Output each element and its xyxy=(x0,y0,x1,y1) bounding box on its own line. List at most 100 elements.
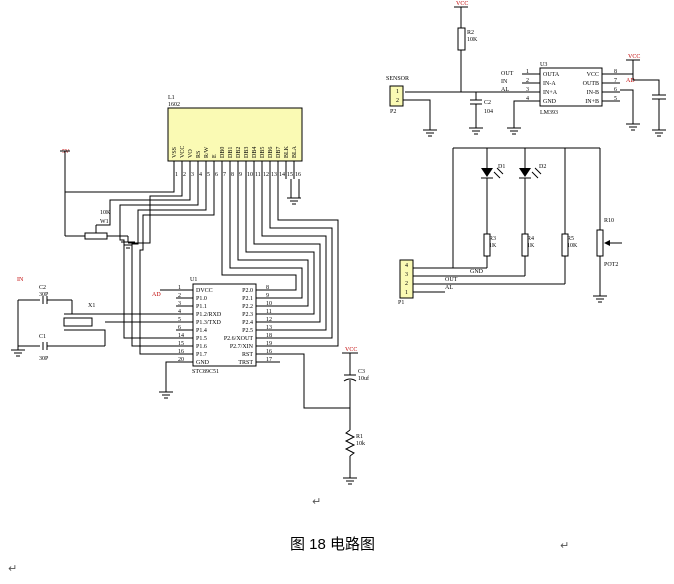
lcd-part: 1602 xyxy=(168,102,180,108)
lm393-vcc: VCC xyxy=(628,54,640,60)
lm393-pin-number: 8 xyxy=(614,69,617,75)
mcu-pin-number: 15 xyxy=(178,341,184,347)
mcu-pin-label: P1.6 xyxy=(196,344,207,350)
lcd-pin-group: VSS1VCC2VO3RS4R/W5E6DB07DB18DB29DB310DB4… xyxy=(172,145,301,179)
lm393-pin-number: 1 xyxy=(526,69,529,75)
lm393-pin-label: IN+A xyxy=(543,90,558,96)
lcd-ref: L1 xyxy=(168,95,175,101)
mcu-pin-number: 19 xyxy=(266,341,272,347)
lm393-part: LM393 xyxy=(540,110,558,116)
lm393-ref: U3 xyxy=(540,62,547,68)
c1-ref: C1 xyxy=(39,334,46,340)
lcd-pin-number: 16 xyxy=(295,172,301,178)
output-conn-ref: P1 xyxy=(398,300,404,306)
lcd-pin-number: 9 xyxy=(239,172,242,178)
pin-number: 2 xyxy=(396,98,399,104)
pin-number: 3 xyxy=(405,272,408,278)
sensor-circuit: VCC R2 10K SENSOR 1 2 P2 C2 104 xyxy=(386,1,540,137)
lcd-pin-label: DB5 xyxy=(260,147,266,158)
sensor-vcc: VCC xyxy=(456,1,468,7)
led-d2-ref: D2 xyxy=(539,164,546,170)
mcu-pin-number: 16 xyxy=(266,349,272,355)
lcd-pin-label: RS xyxy=(196,151,202,158)
pin-number: 1 xyxy=(405,290,408,296)
pot-ref: R10 xyxy=(604,218,614,224)
ground-symbol xyxy=(159,391,173,399)
ground-symbol xyxy=(287,197,301,205)
lm393-pin-label: IN-A xyxy=(543,81,556,87)
pot-label: POT2 xyxy=(604,262,618,268)
crystal-x1 xyxy=(63,317,93,327)
paragraph-mark: ↵ xyxy=(560,539,569,552)
lcd-pin-label: R/W xyxy=(204,146,210,158)
lcd-pin-number: 5 xyxy=(207,172,210,178)
ground-symbol xyxy=(11,349,25,357)
mcu-pin-number: 2 xyxy=(178,293,181,299)
mcu-pin-label: P2.0 xyxy=(242,288,253,294)
r3-ref: R3 xyxy=(489,236,496,242)
mcu-pin-label: P1.5 xyxy=(196,336,207,342)
net-gnd: GND xyxy=(470,269,484,275)
mcu-part: STC89C51 xyxy=(192,369,219,375)
lcd-pin-number: 14 xyxy=(279,172,285,178)
lcd-pin-number: 12 xyxy=(263,172,269,178)
lcd-pin-label: VSS xyxy=(172,147,178,158)
mcu-pin-number: 8 xyxy=(266,285,269,291)
mcu-pin-number: 14 xyxy=(178,333,184,339)
reset-res-val: 10k xyxy=(356,441,365,447)
mcu-pin-number: 1 xyxy=(178,285,181,291)
mcu-pin-label: P2.4 xyxy=(242,320,253,326)
lcd-pin-number: 3 xyxy=(191,172,194,178)
in-label: IN xyxy=(17,277,24,283)
mcu-pin-number: 10 xyxy=(266,301,272,307)
pin-number: 1 xyxy=(396,89,399,95)
pot-r10 xyxy=(596,229,604,257)
lm393-pin-label: IN-B xyxy=(587,90,599,96)
ground-symbol xyxy=(652,129,666,137)
reset-resistor xyxy=(344,429,356,457)
lcd-body xyxy=(167,107,303,162)
contrast-pot xyxy=(84,232,108,240)
lm393-pin-label: OUTB xyxy=(583,81,599,87)
reset-res-ref: R1 xyxy=(356,434,363,440)
contrast-circuit: 5V 10K W1 xyxy=(60,149,301,249)
lcd-module: L1 1602 VSS1VCC2VO3RS4R/W5E6DB07DB18DB29… xyxy=(167,95,303,179)
lcd-pin-label: DB3 xyxy=(244,147,250,158)
mcu-pin-number: 17 xyxy=(266,357,272,363)
lcd-pin-label: VCC xyxy=(180,146,186,158)
sensor-r2-val: 10K xyxy=(467,37,478,43)
crystal-ref: X1 xyxy=(88,303,95,309)
lcd-pin-number: 8 xyxy=(231,172,234,178)
sensor-r2-ref: R2 xyxy=(467,30,474,36)
mcu-pin-number: 11 xyxy=(266,309,272,315)
c2-ref: C2 xyxy=(39,285,46,291)
mcu-pin-label: P1.3/TXD xyxy=(196,320,222,326)
lcd-pin-number: 15 xyxy=(287,172,293,178)
r4-ref: R4 xyxy=(527,236,534,242)
pot-ref: W1 xyxy=(100,219,109,225)
sensor-conn-ref: P2 xyxy=(390,109,396,115)
c1-val: 30P xyxy=(39,356,49,362)
output-connector xyxy=(399,259,414,299)
pot-value: 10K xyxy=(100,210,111,216)
mcu-pin-number: 13 xyxy=(266,325,272,331)
ground-symbol xyxy=(121,241,135,249)
mcu-pin-number: 3 xyxy=(178,301,181,307)
lcd-bus-wires xyxy=(119,179,339,355)
mcu-ad-label: AD xyxy=(152,292,161,298)
mcu-pin-label: RST xyxy=(242,352,253,358)
lcd-pin-number: 13 xyxy=(271,172,277,178)
lm393-net-label: AL xyxy=(501,87,509,93)
r3-val: 1K xyxy=(489,243,497,249)
mcu-body xyxy=(192,283,257,367)
crystal-circuit: IN C2 30P C1 30P X1 xyxy=(11,277,176,362)
lcd-pin-number: 7 xyxy=(223,172,226,178)
sensor-c2-val: 104 xyxy=(484,109,493,115)
sensor-connector xyxy=(389,85,404,107)
led-d2 xyxy=(519,168,531,177)
lm393-pin-label: VCC xyxy=(587,72,599,78)
